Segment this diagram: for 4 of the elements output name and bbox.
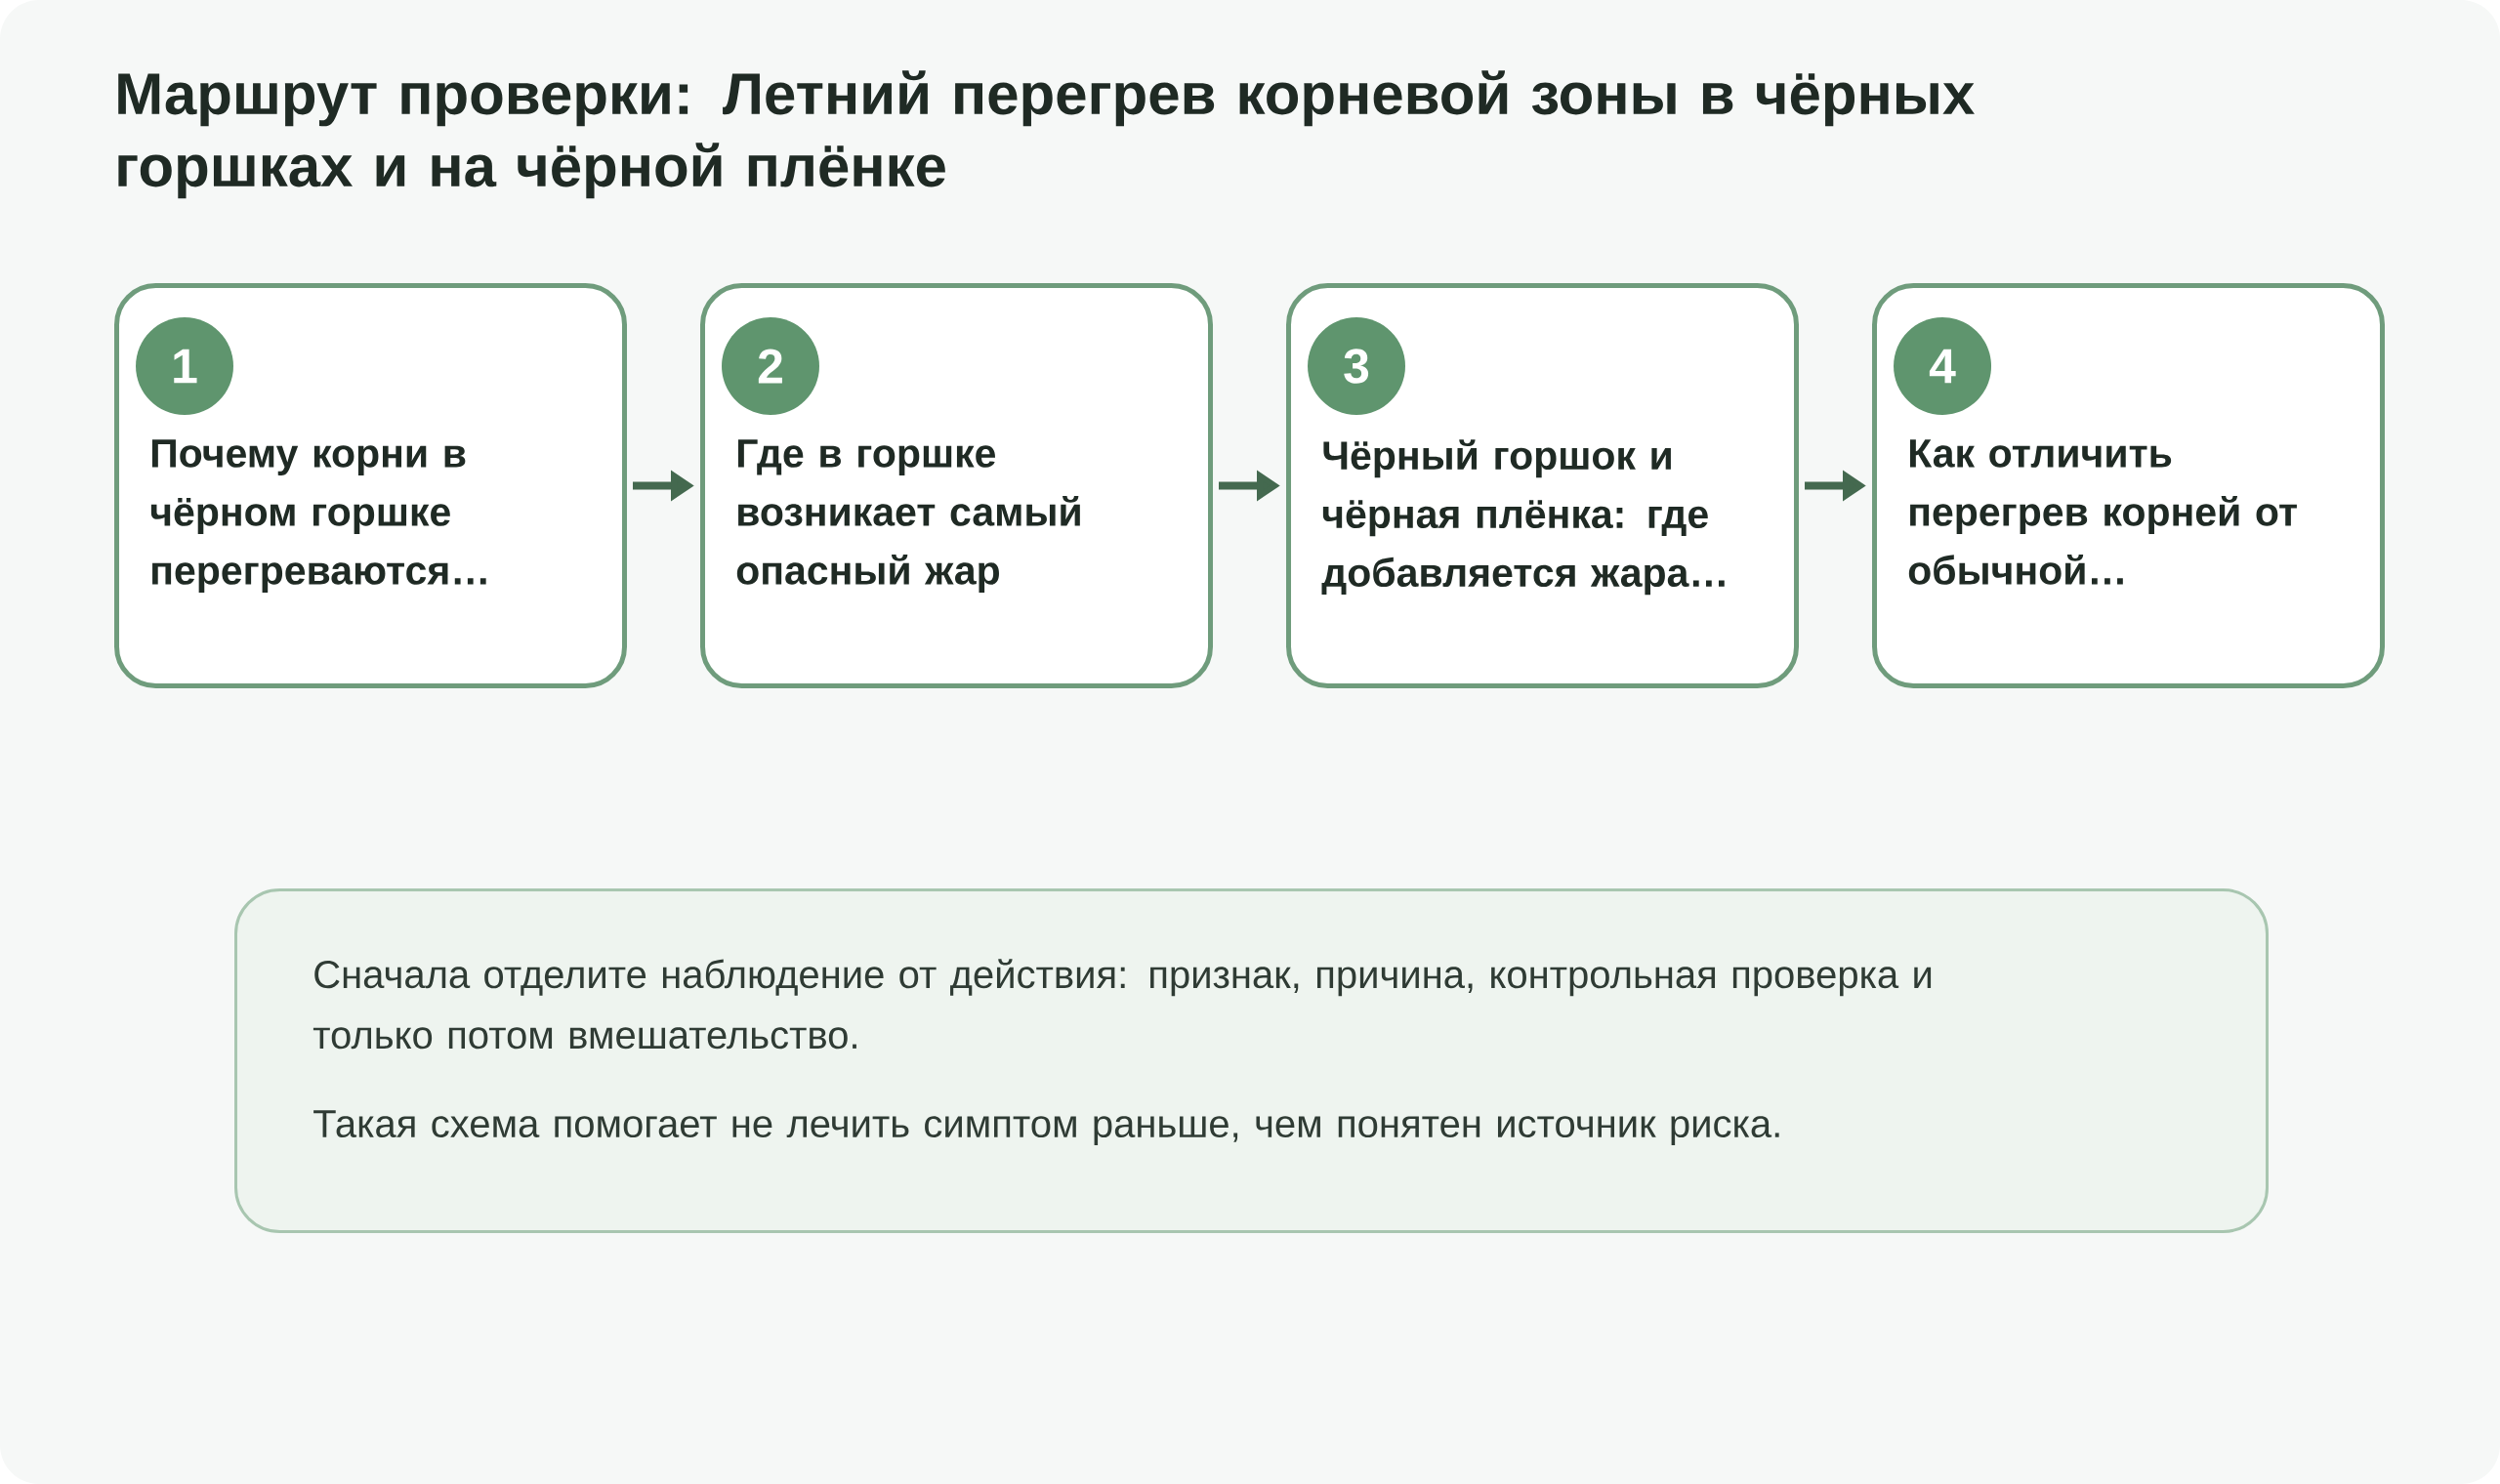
note-paragraph: Сначала отделите наблюдение от действия: признак, причина, контрольная проверка и только потом вмешательство. (312, 959, 1932, 1050)
title: Маршрут проверки: Летний перегрев корневой зоны в чёрных горшках и на чёрной плёнке (118, 70, 1975, 199)
note-panel (234, 888, 2269, 1233)
note-paragraph: Такая схема помогает не лечить симптом раньше, чем понятен источник риска. (313, 1110, 1779, 1145)
